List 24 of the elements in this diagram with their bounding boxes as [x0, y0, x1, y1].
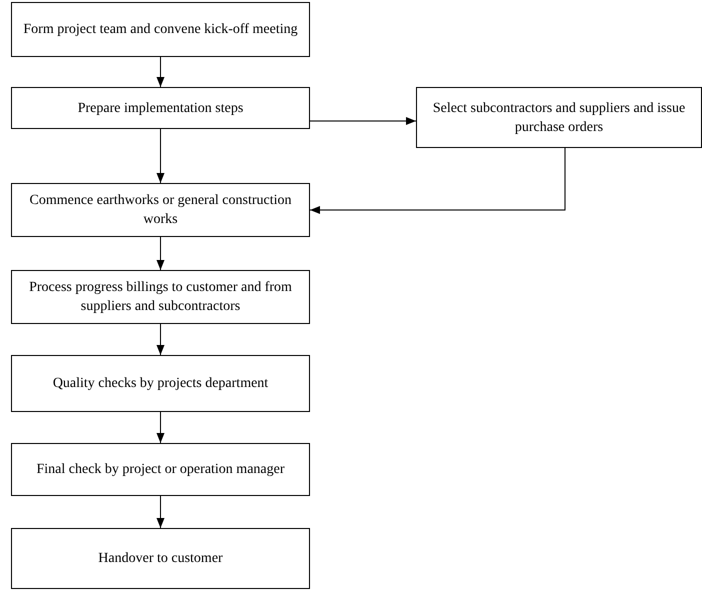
process-box: [11, 443, 310, 496]
arrow: [156, 128, 164, 184]
arrow: [156, 496, 164, 528]
box-label: Process progress billings to customer and from suppliers and subcontractors: [28, 279, 293, 316]
arrow: [310, 117, 416, 125]
box-label: Select subcontractors and suppliers and issue purchase orders: [432, 100, 686, 136]
process-box: [11, 270, 310, 324]
box-label: Final check by project or operation manager: [36, 461, 284, 479]
process-box: [11, 528, 310, 589]
box-label: Prepare implementation steps: [78, 100, 244, 118]
arrow: [156, 56, 164, 88]
box-label: Commence earthworks or general construction works: [28, 192, 293, 229]
process-box: [416, 87, 702, 148]
process-box: [11, 87, 310, 129]
process-box: [11, 355, 310, 412]
process-box: [11, 183, 310, 237]
box-label: Quality checks by projects department: [52, 375, 268, 393]
arrow: [156, 324, 164, 356]
process-box: [11, 2, 310, 57]
box-label: Handover to customer: [98, 550, 223, 568]
arrow: [156, 412, 164, 444]
arrow: [310, 148, 566, 214]
arrow: [156, 236, 164, 270]
box-label: Form project team and convene kick-off meeting: [23, 21, 298, 39]
